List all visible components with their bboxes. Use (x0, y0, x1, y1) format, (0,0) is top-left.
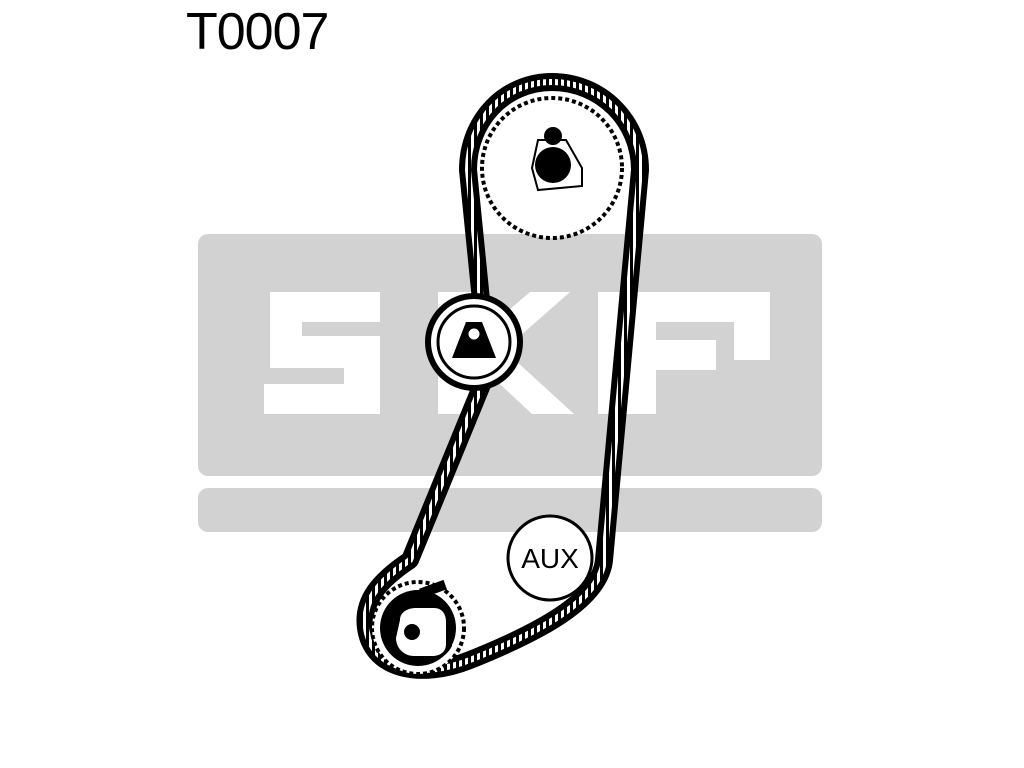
tensioner-bolt-icon (465, 325, 483, 343)
crankshaft-bore-icon (404, 624, 420, 640)
crankshaft-sprocket (370, 579, 466, 676)
camshaft-hub-icon (535, 147, 571, 183)
crankshaft-key-icon (419, 579, 447, 599)
tensioner-pulley (425, 293, 523, 391)
auxiliary-pulley: AUX (506, 514, 594, 602)
skf-logo-underbar (198, 488, 822, 532)
part-number-title: T0007 (186, 3, 329, 61)
aux-pulley-circle (506, 514, 594, 602)
aux-pulley-label: AUX (521, 543, 579, 574)
skf-logo-watermark (198, 234, 822, 532)
crankshaft-hub-icon (396, 608, 446, 656)
camshaft-key-icon (544, 127, 562, 145)
camshaft-sprocket (480, 96, 624, 240)
